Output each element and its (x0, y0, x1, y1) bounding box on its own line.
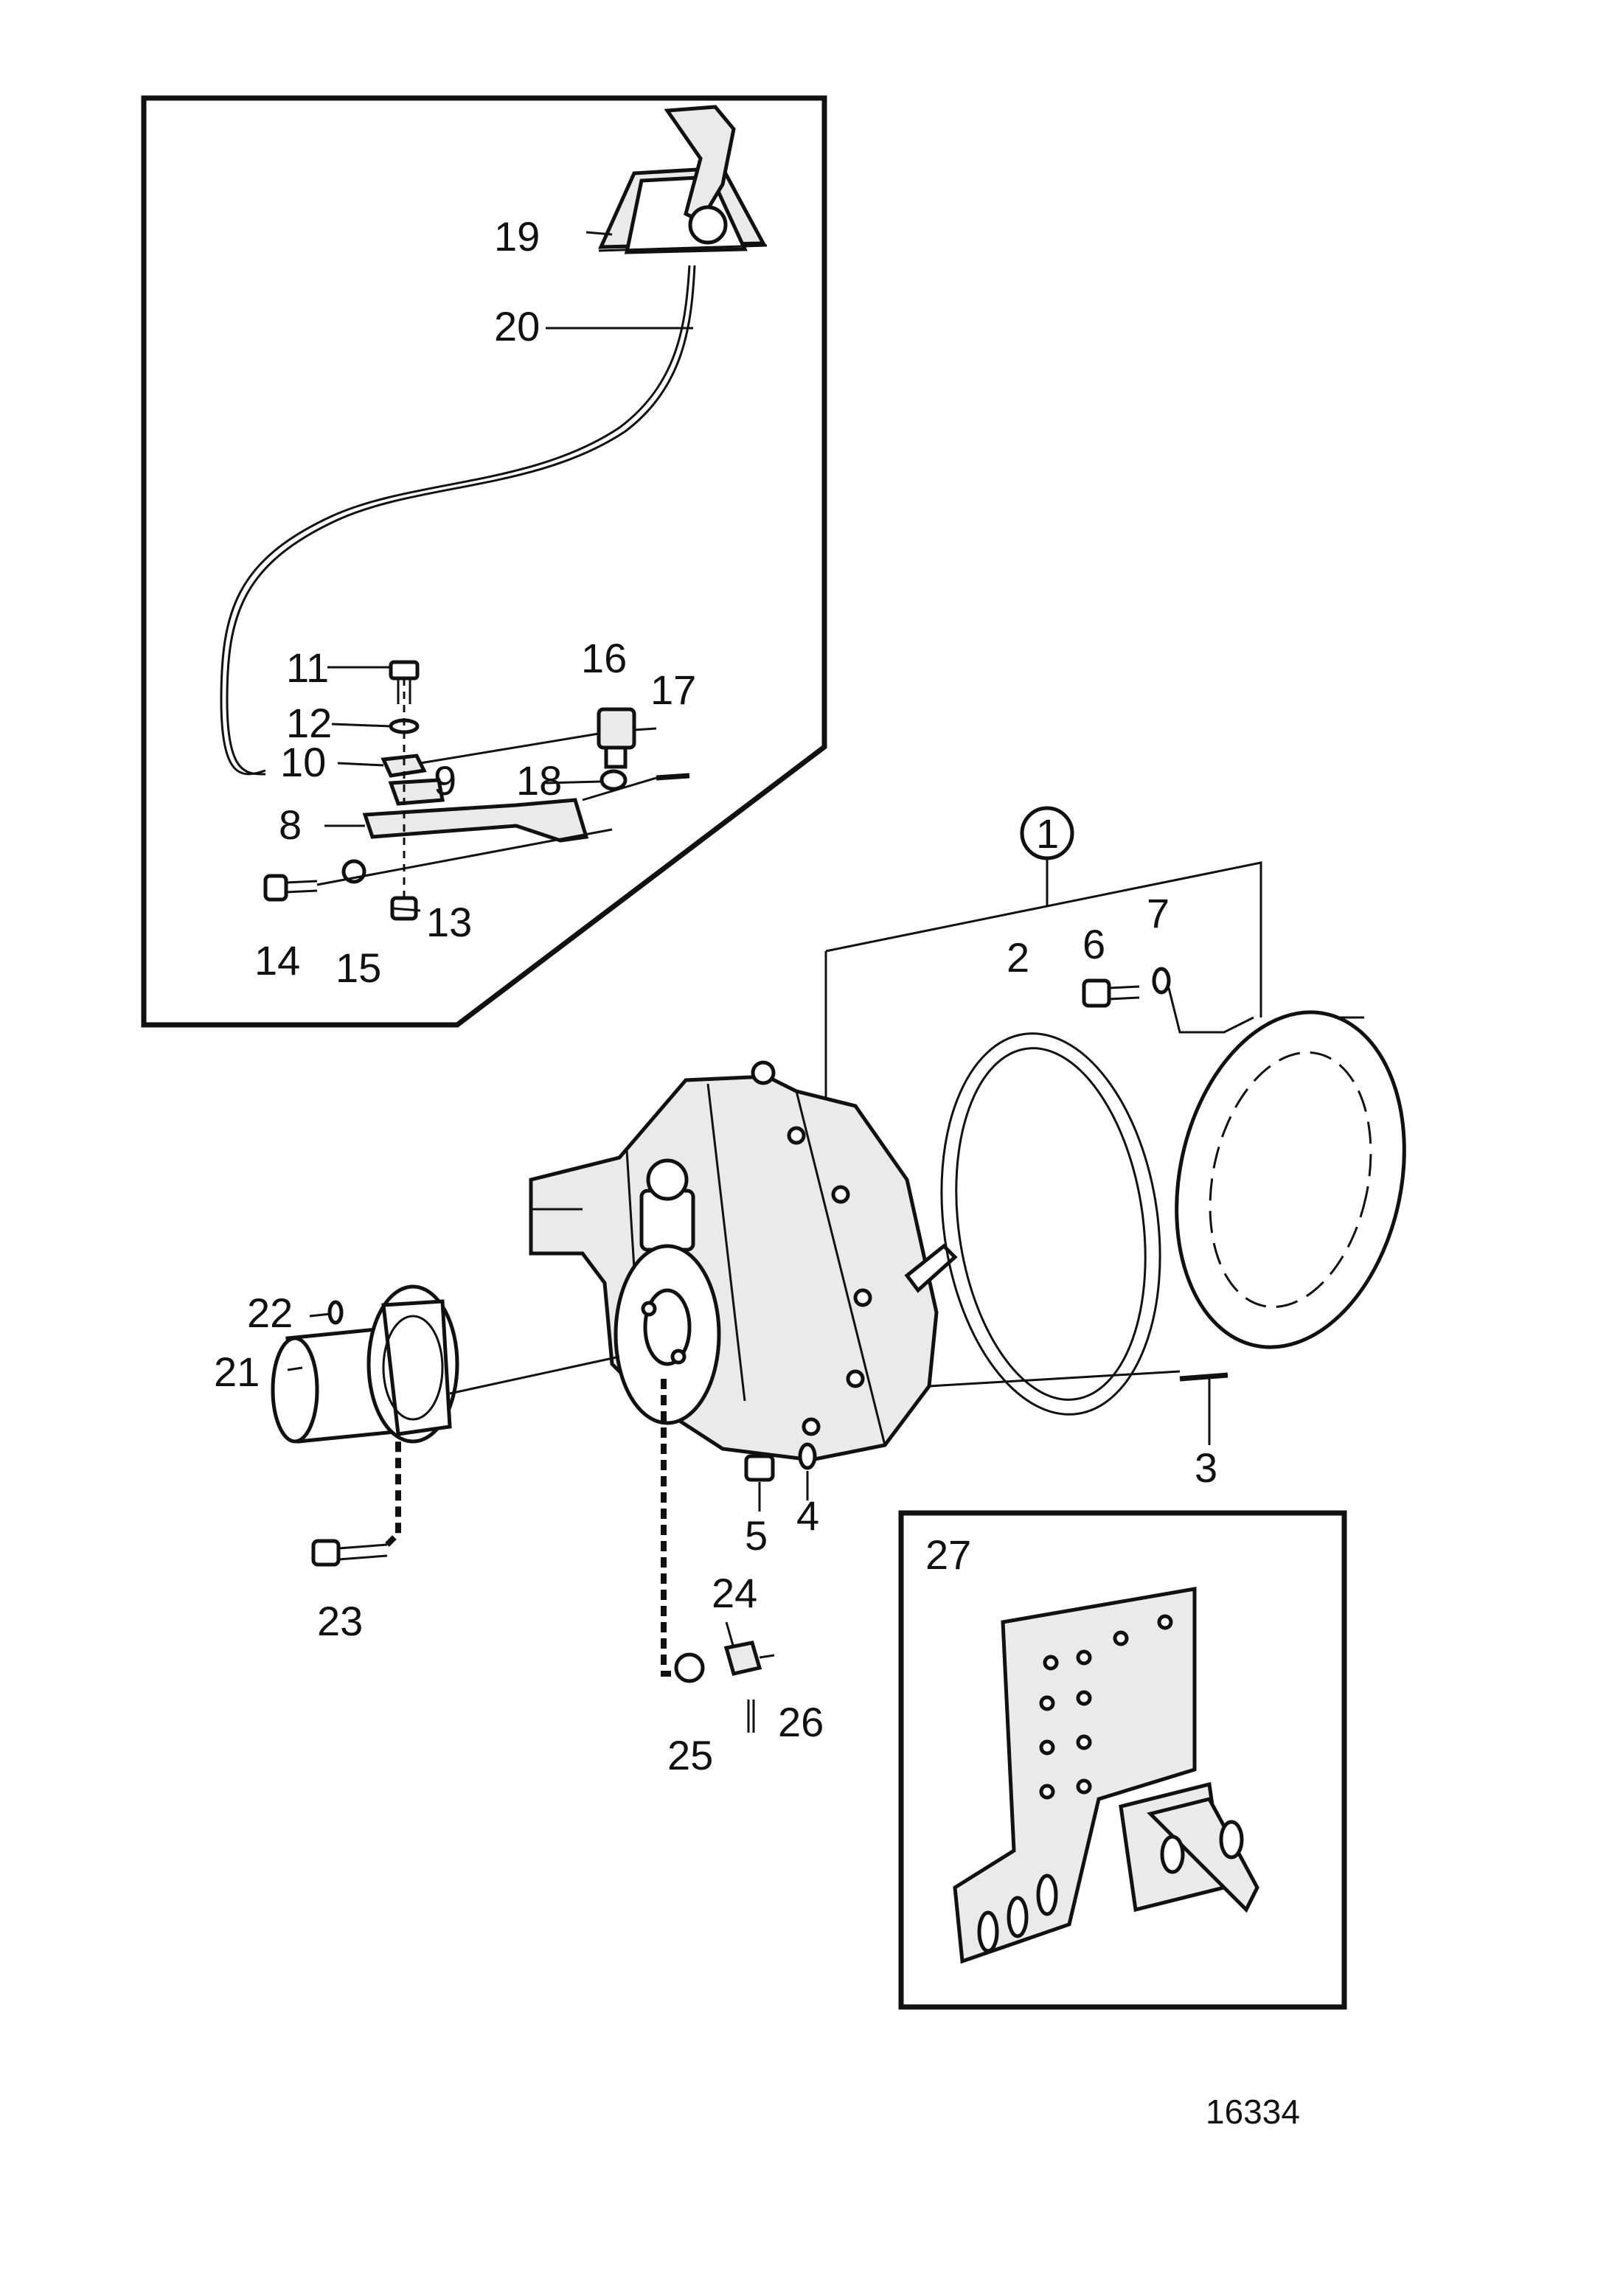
label-5: 5 (745, 1512, 768, 1559)
label-3: 3 (1195, 1444, 1217, 1491)
label-19: 19 (494, 213, 540, 260)
gasket (940, 1032, 1161, 1416)
mounting-bracket-inset (898, 1510, 1347, 2010)
cable-linkage-parts (263, 660, 690, 921)
label-9: 9 (434, 757, 456, 804)
label-2: 2 (1007, 934, 1029, 981)
label-10: 10 (280, 739, 326, 785)
kit-reference-circle (1020, 806, 1074, 860)
label-27: 27 (925, 1531, 971, 1578)
control-lever-housing (598, 105, 768, 254)
label-4: 4 (796, 1492, 819, 1539)
label-7: 7 (1147, 890, 1170, 936)
label-8: 8 (279, 801, 302, 848)
control-lever-inset (141, 95, 827, 1028)
label-22: 22 (247, 1290, 293, 1336)
label-14: 14 (254, 937, 300, 984)
label-20: 20 (494, 303, 540, 349)
control-cable (220, 265, 691, 776)
label-24: 24 (712, 1570, 757, 1616)
label-21: 21 (214, 1349, 260, 1395)
label-17: 17 (650, 667, 696, 713)
label-6: 6 (1082, 921, 1105, 967)
output-coupling (271, 1284, 459, 1444)
reverse-gear-assembly (271, 806, 1406, 1733)
label-26: 26 (778, 1699, 824, 1745)
label-23: 23 (317, 1598, 363, 1644)
label-11: 11 (286, 644, 329, 691)
drawing-number: 16334 (1206, 2093, 1300, 2131)
label-18: 18 (516, 757, 562, 804)
part-labels: 19 20 11 16 17 12 10 9 18 8 13 14 15 1 2… (214, 213, 1300, 2131)
label-25: 25 (667, 1732, 713, 1778)
flexible-coupling (1175, 1010, 1406, 1349)
label-leader-lines (287, 1312, 735, 1649)
label-13: 13 (426, 899, 472, 945)
label-12: 12 (286, 700, 332, 746)
label-15: 15 (336, 945, 381, 991)
label-1: 1 (1036, 810, 1059, 857)
label-16: 16 (581, 635, 627, 681)
